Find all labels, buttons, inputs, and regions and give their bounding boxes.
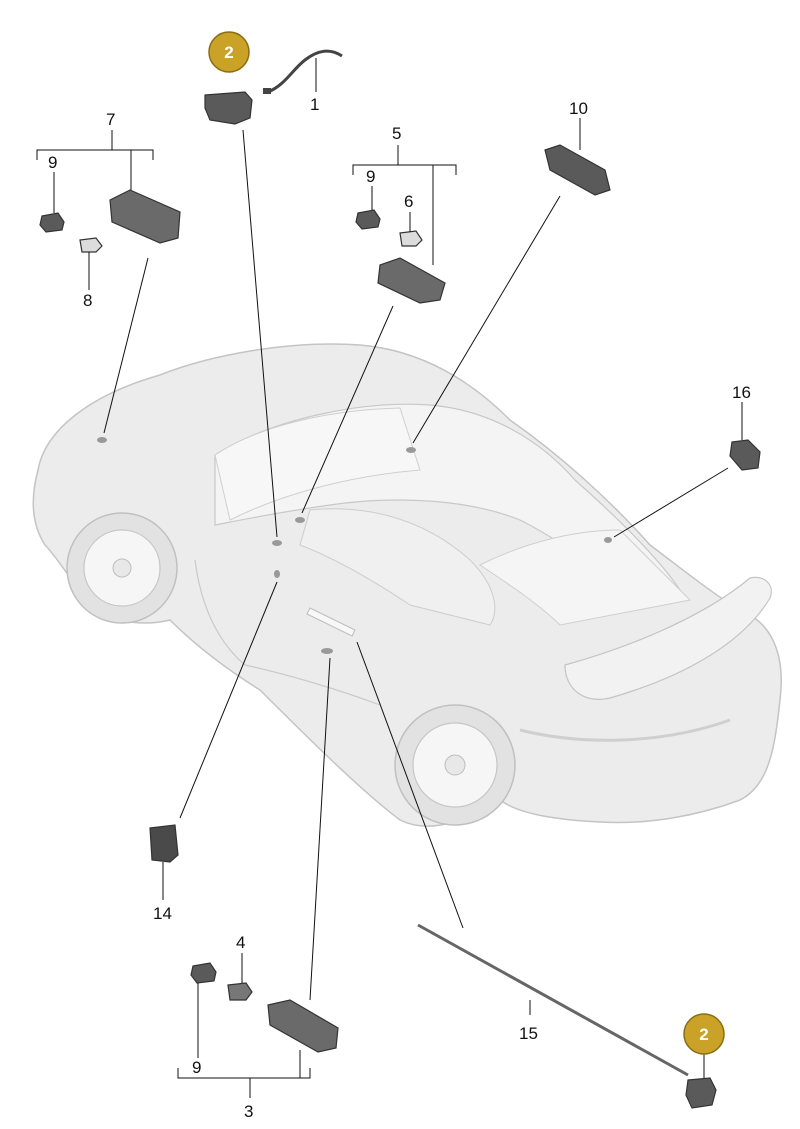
car-side-window — [299, 508, 496, 626]
part-2-connector-top — [204, 91, 253, 125]
part-7-housing — [109, 189, 181, 244]
callout-5: 5 — [392, 124, 401, 143]
mount-point-handle — [321, 648, 333, 654]
part-6-bulb — [399, 230, 423, 247]
leader-10-to-car — [412, 195, 561, 444]
car-body — [32, 343, 782, 827]
brackets — [36, 130, 457, 1098]
callout-7: 7 — [106, 110, 115, 129]
callout-9-left: 9 — [48, 153, 57, 172]
callout-4: 4 — [236, 933, 245, 952]
part-15-rod — [417, 923, 689, 1077]
callout-3: 3 — [244, 1102, 253, 1121]
badge-2-bottom-circle — [683, 1013, 725, 1055]
callout-6: 6 — [404, 192, 413, 211]
mount-point-mirror — [272, 540, 282, 546]
callout-1: 1 — [310, 95, 319, 114]
callouts: 1 3 4 5 6 7 8 9 9 9 10 14 15 16 — [48, 95, 751, 1121]
callout-9-mid: 9 — [366, 167, 375, 186]
car-tail-light — [519, 718, 731, 742]
part-1-wire — [267, 49, 343, 94]
leader-15-to-car — [356, 641, 464, 929]
part-8-bulb — [79, 237, 103, 253]
badges: 2 2 — [208, 31, 725, 1055]
bracket-3 — [177, 1068, 311, 1098]
part-14-connector — [149, 824, 179, 863]
leader-3-to-car — [309, 657, 331, 1001]
rear-wheel-hub — [444, 754, 466, 776]
car-door-handle — [306, 607, 356, 637]
badge-2-top-label: 2 — [224, 43, 233, 62]
callout-14: 14 — [153, 904, 172, 923]
car-rear-window — [479, 529, 692, 626]
part-9-socket-bottom — [190, 962, 217, 984]
callout-9-bottom: 9 — [192, 1058, 201, 1077]
callout-10: 10 — [569, 99, 588, 118]
part-10-component — [544, 144, 611, 196]
mount-point-roof — [406, 447, 416, 453]
mount-point-rear — [604, 537, 612, 543]
leader-2-top-to-car — [242, 129, 278, 538]
part-5-housing — [377, 257, 446, 304]
part-9-socket-left — [39, 212, 65, 233]
leader-16-to-car — [613, 467, 729, 538]
part-16-connector — [729, 439, 761, 471]
leader-5-to-car — [301, 305, 394, 514]
leader-7-to-car — [103, 257, 149, 434]
mount-point-front — [97, 437, 107, 443]
parts — [39, 49, 761, 1109]
part-4-bulb — [227, 982, 253, 1001]
badge-2-top-circle — [208, 31, 250, 73]
part-1-wire-plug — [263, 88, 271, 94]
leader-lines — [53, 58, 743, 1078]
leader-14-to-car — [179, 581, 278, 819]
callout-8: 8 — [83, 291, 92, 310]
mount-point-interior — [295, 517, 305, 523]
car-rear-wing — [564, 576, 772, 700]
badge-2-bottom-label: 2 — [699, 1025, 708, 1044]
callout-15: 15 — [519, 1024, 538, 1043]
callout-16: 16 — [732, 383, 751, 402]
part-9-socket-mid — [355, 209, 381, 230]
bracket-7 — [36, 130, 154, 190]
bracket-5 — [352, 145, 457, 265]
car-door-line — [194, 559, 381, 706]
mount-point-door — [274, 570, 280, 578]
part-2-connector-bottom — [685, 1077, 717, 1109]
car-windshield — [214, 407, 421, 521]
front-wheel-hub — [112, 558, 132, 578]
part-3-housing — [267, 999, 339, 1053]
